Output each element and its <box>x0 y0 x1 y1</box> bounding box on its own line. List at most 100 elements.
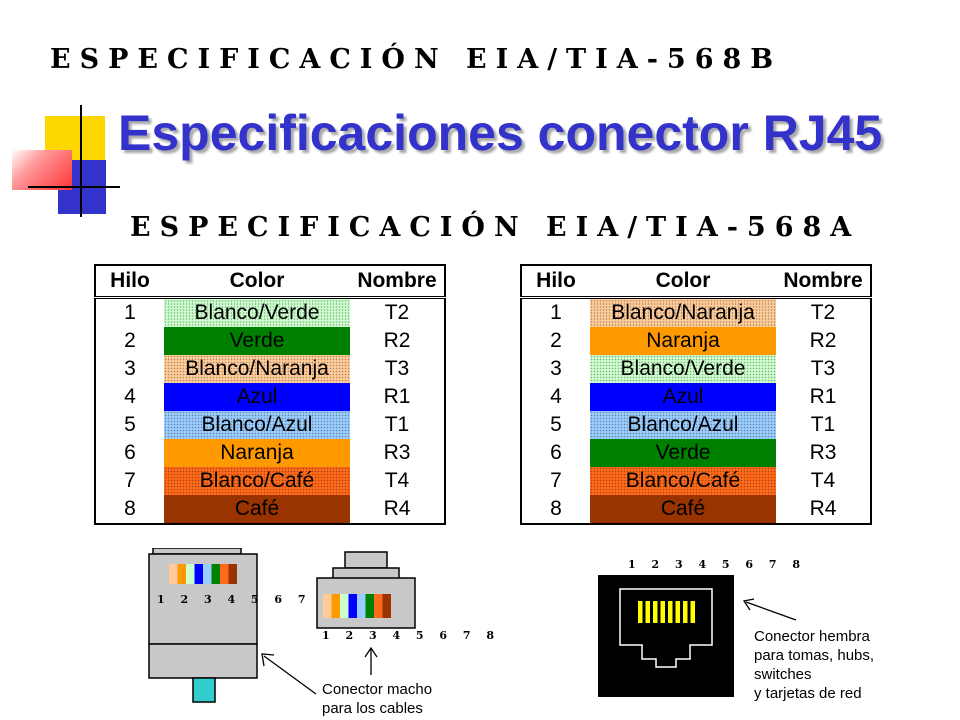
plug-wire <box>203 564 212 584</box>
cell-color: Café <box>590 495 776 524</box>
table-header-row: Hilo Color Nombre <box>521 265 871 299</box>
cell-nombre: T2 <box>810 301 836 324</box>
header-hilo: Hilo <box>95 265 164 299</box>
plug-wire <box>348 594 357 618</box>
logo-red-square <box>12 150 72 190</box>
jack-contact <box>675 601 680 623</box>
cell-color: Blanco/Verde <box>164 297 350 327</box>
table-row: 5 Blanco/Azul T1 <box>95 411 445 439</box>
male-plug-side-illustration <box>148 548 258 703</box>
cell-nombre: R1 <box>809 385 837 408</box>
plug-wire <box>211 564 220 584</box>
plug-wire <box>357 594 366 618</box>
caption-line: switches <box>754 666 812 683</box>
cell-color: Naranja <box>164 439 350 467</box>
cell-nombre: R3 <box>383 441 411 464</box>
table-header-row: Hilo Color Nombre <box>95 265 445 299</box>
male-plug-front-illustration <box>316 551 416 629</box>
cell-nombre: R3 <box>809 441 837 464</box>
plug-wire <box>340 594 349 618</box>
cell-nombre: R2 <box>809 329 837 352</box>
plug-wires-front <box>323 594 391 618</box>
cell-hilo: 3 <box>124 357 136 380</box>
plug-wire <box>169 564 178 584</box>
plug-wire <box>186 564 195 584</box>
header-hilo: Hilo <box>521 265 590 299</box>
male-connector-caption: Conector macho para los cables <box>322 680 432 718</box>
plug-wire <box>382 594 391 618</box>
cell-hilo: 7 <box>550 469 562 492</box>
logo-horizontal-line <box>28 186 120 188</box>
cell-color: Blanco/Naranja <box>164 355 350 383</box>
caption-line: Conector macho <box>322 681 433 698</box>
jack-contact <box>660 601 665 623</box>
cell-nombre: R2 <box>383 329 411 352</box>
cell-nombre: R4 <box>809 497 837 520</box>
table-row: 8 Café R4 <box>521 495 871 524</box>
cell-hilo: 8 <box>550 497 562 520</box>
header-color: Color <box>164 265 350 299</box>
cell-hilo: 4 <box>550 385 562 408</box>
spec-568b-title: ESPECIFICACIÓN EIA/TIA-568B <box>50 44 783 75</box>
cell-hilo: 5 <box>124 413 136 436</box>
table-row: 4 Azul R1 <box>521 383 871 411</box>
cell-color: Café <box>164 495 350 524</box>
cell-color: Azul <box>590 383 776 411</box>
cell-hilo: 7 <box>124 469 136 492</box>
cell-nombre: R1 <box>383 385 411 408</box>
plug-wire <box>194 564 203 584</box>
arrow-to-female-jack <box>742 598 797 621</box>
cell-nombre: R4 <box>383 497 411 520</box>
cell-color: Azul <box>164 383 350 411</box>
cell-nombre: T3 <box>810 357 836 380</box>
cell-nombre: T4 <box>384 469 410 492</box>
plug-wires-side <box>169 564 237 584</box>
table-row: 8 Café R4 <box>95 495 445 524</box>
plug-wire <box>228 564 237 584</box>
cell-hilo: 2 <box>550 329 562 352</box>
cell-color: Blanco/Café <box>590 467 776 495</box>
page-title: Especificaciones conector RJ45 <box>118 105 883 161</box>
cell-color: Blanco/Azul <box>590 411 776 439</box>
plug-wire <box>323 594 332 618</box>
table-row: 7 Blanco/Café T4 <box>521 467 871 495</box>
female-connector-caption: Conector hembra para tomas, hubs, switch… <box>754 627 874 703</box>
cell-nombre: T2 <box>384 301 410 324</box>
caption-line: y tarjetas de red <box>754 685 862 702</box>
caption-line: para los cables <box>322 700 423 717</box>
plug-wire <box>365 594 374 618</box>
cell-color: Blanco/Naranja <box>590 297 776 327</box>
caption-line: Conector hembra <box>754 628 870 645</box>
cell-hilo: 2 <box>124 329 136 352</box>
jack-contact <box>638 601 643 623</box>
jack-contact <box>653 601 658 623</box>
arrow-to-male-front <box>364 646 378 675</box>
cell-nombre: T4 <box>810 469 836 492</box>
spec-568a-title: ESPECIFICACIÓN EIA/TIA-568A <box>130 212 861 243</box>
jack-contact <box>668 601 673 623</box>
female-jack-illustration <box>598 575 734 697</box>
cell-color: Blanco/Azul <box>164 411 350 439</box>
plug-wire <box>331 594 340 618</box>
arrow-to-male-side <box>261 653 317 695</box>
cell-hilo: 8 <box>124 497 136 520</box>
plug-wire <box>177 564 186 584</box>
jack-contact <box>683 601 688 623</box>
cell-hilo: 6 <box>124 441 136 464</box>
cell-color: Blanco/Verde <box>590 355 776 383</box>
female-jack-pin-numbers: 1 2 3 4 5 6 7 8 <box>628 558 807 571</box>
cell-hilo: 6 <box>550 441 562 464</box>
caption-line: para tomas, hubs, <box>754 647 875 664</box>
table-row: 6 Naranja R3 <box>95 439 445 467</box>
cell-nombre: T1 <box>384 413 410 436</box>
male-plug-side-pin-numbers: 1 2 3 4 5 6 7 8 <box>157 593 336 606</box>
